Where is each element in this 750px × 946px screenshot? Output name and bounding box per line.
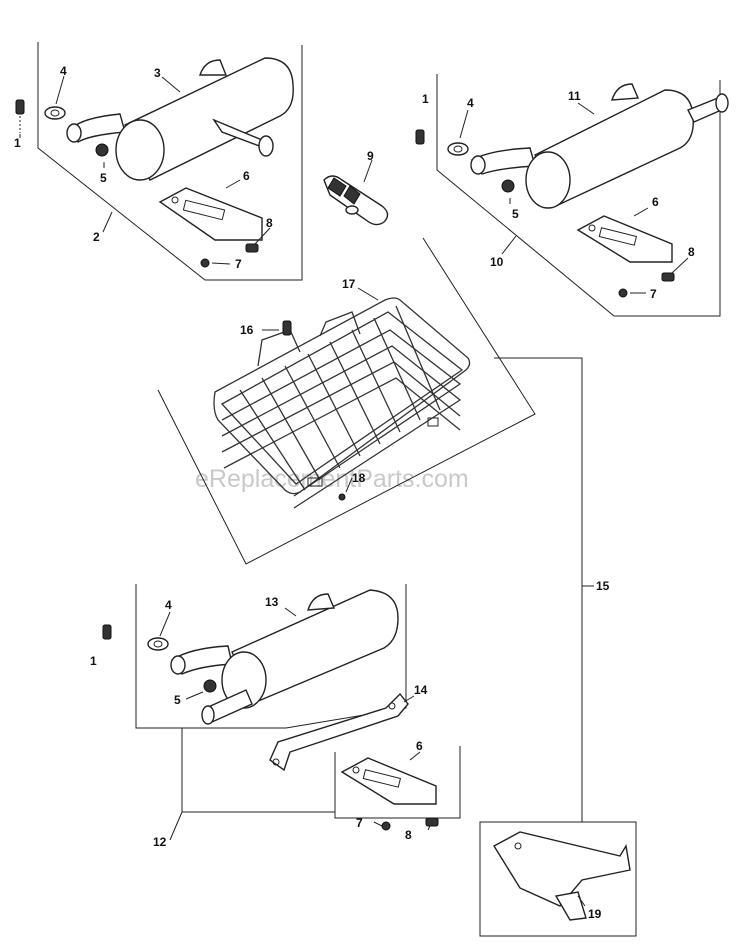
bracket-icon <box>576 215 673 263</box>
callout-17: 17 <box>342 277 356 291</box>
callout-2: 2 <box>93 230 100 244</box>
callout-10: 10 <box>490 255 504 269</box>
mounting-bracket-icon <box>269 692 409 772</box>
nut-icon <box>95 143 109 157</box>
callout-7: 7 <box>650 287 657 301</box>
callout-8: 8 <box>688 245 695 259</box>
gasket-icon <box>44 106 66 120</box>
callout-16: 16 <box>240 323 254 337</box>
base-bracket-icon <box>493 831 631 921</box>
callout-4: 4 <box>60 64 67 78</box>
callout-4: 4 <box>467 96 474 110</box>
callout-6: 6 <box>416 739 423 753</box>
muffler-guard-cage-icon <box>213 297 471 509</box>
callout-13: 13 <box>265 595 279 609</box>
callout-5: 5 <box>512 207 519 221</box>
bracket-icon <box>340 757 437 805</box>
gasket-icon <box>147 637 169 651</box>
nut-icon <box>338 493 346 501</box>
callout-6: 6 <box>243 169 250 183</box>
callout-1: 1 <box>422 92 429 106</box>
bracket-icon <box>158 187 263 241</box>
callout-8: 8 <box>405 828 412 842</box>
callout-18: 18 <box>352 471 366 485</box>
screw-icon <box>661 272 675 282</box>
callout-7: 7 <box>235 257 242 271</box>
callout-5: 5 <box>100 171 107 185</box>
washer-icon <box>200 258 210 268</box>
callout-19: 19 <box>588 907 602 921</box>
callout-4: 4 <box>165 598 172 612</box>
callout-14: 14 <box>414 683 428 697</box>
callout-8: 8 <box>266 216 273 230</box>
callout-5: 5 <box>174 693 181 707</box>
stud-bolt-icon <box>415 129 425 145</box>
watermark: eReplacementParts.com <box>195 465 469 493</box>
washer-icon <box>381 821 391 831</box>
callout-1: 1 <box>90 654 97 668</box>
group-10-frame <box>436 74 721 317</box>
callout-11: 11 <box>568 89 581 103</box>
cage-frame <box>157 237 536 565</box>
clamp-pipe-icon <box>323 175 389 226</box>
callout-15: 15 <box>596 579 610 593</box>
muffler-icon <box>470 83 729 209</box>
screw-icon <box>282 320 292 336</box>
nut-icon <box>203 679 217 693</box>
muffler-icon <box>66 57 294 181</box>
callout-12: 12 <box>153 835 167 849</box>
stud-bolt-icon <box>15 99 25 133</box>
screw-icon <box>245 243 259 253</box>
stud-bolt-icon <box>102 624 112 640</box>
washer-icon <box>618 288 628 298</box>
gasket-icon <box>447 142 469 156</box>
group-2-frame <box>37 42 303 281</box>
callout-3: 3 <box>154 66 161 80</box>
muffler-icon <box>170 589 399 725</box>
nut-icon <box>501 179 515 193</box>
callout-1: 1 <box>14 136 21 150</box>
callout-7: 7 <box>356 816 363 830</box>
group-15-frame <box>479 357 637 937</box>
screw-icon <box>425 817 439 827</box>
callout-6: 6 <box>652 195 659 209</box>
callout-9: 9 <box>367 149 374 163</box>
